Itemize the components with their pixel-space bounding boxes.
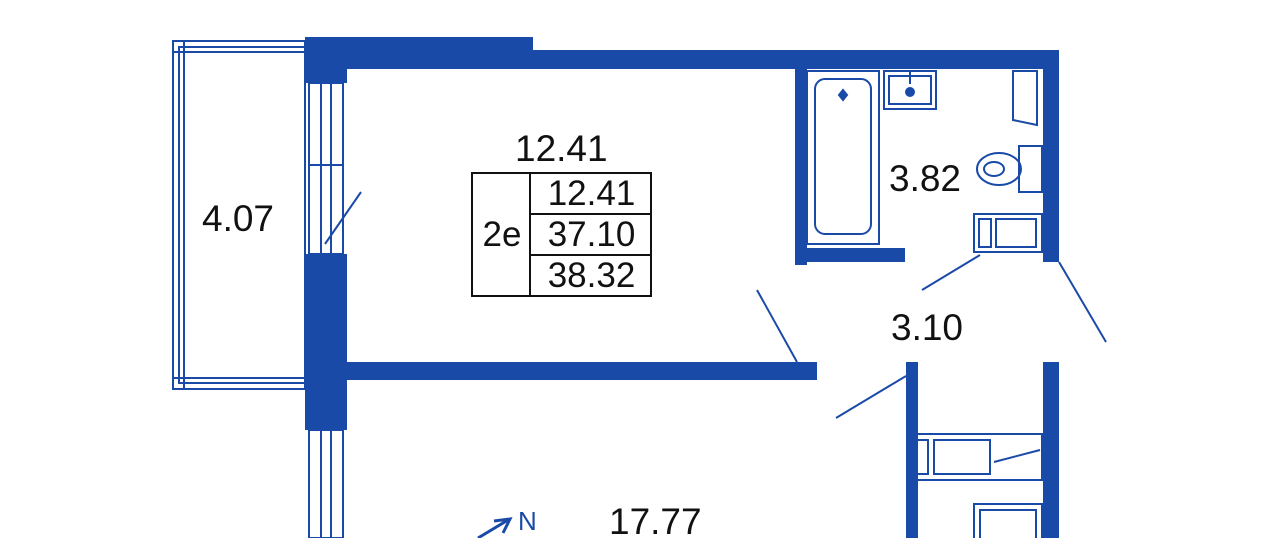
walls	[305, 37, 1059, 538]
apartment-type-code: 2e	[482, 215, 522, 254]
hallway-area-label: 3.10	[891, 307, 964, 348]
fridge-icon	[973, 503, 1043, 538]
loggia-area-label: 4.07	[202, 198, 275, 239]
living-area-label: 17.77	[609, 501, 702, 542]
table-total-with-loggia: 38.32	[547, 256, 636, 295]
table-kitchen-area: 12.41	[547, 174, 636, 213]
table-total-area: 37.10	[547, 215, 636, 254]
compass-arrow-icon	[477, 517, 513, 538]
bathroom-area-label: 3.82	[889, 158, 962, 199]
cabinet	[1012, 70, 1038, 127]
kitchen-area-label: 12.41	[515, 128, 608, 169]
windows	[308, 82, 344, 538]
summary-table	[471, 172, 652, 297]
bathtub-icon	[806, 70, 880, 245]
loggia	[172, 40, 306, 390]
compass-north-label: N	[518, 506, 537, 536]
sink-icon	[883, 70, 937, 110]
toilet-icon	[976, 145, 1043, 193]
stove-icon	[909, 433, 1043, 481]
washing-machine-icon	[973, 213, 1043, 253]
doors	[324, 191, 1107, 419]
